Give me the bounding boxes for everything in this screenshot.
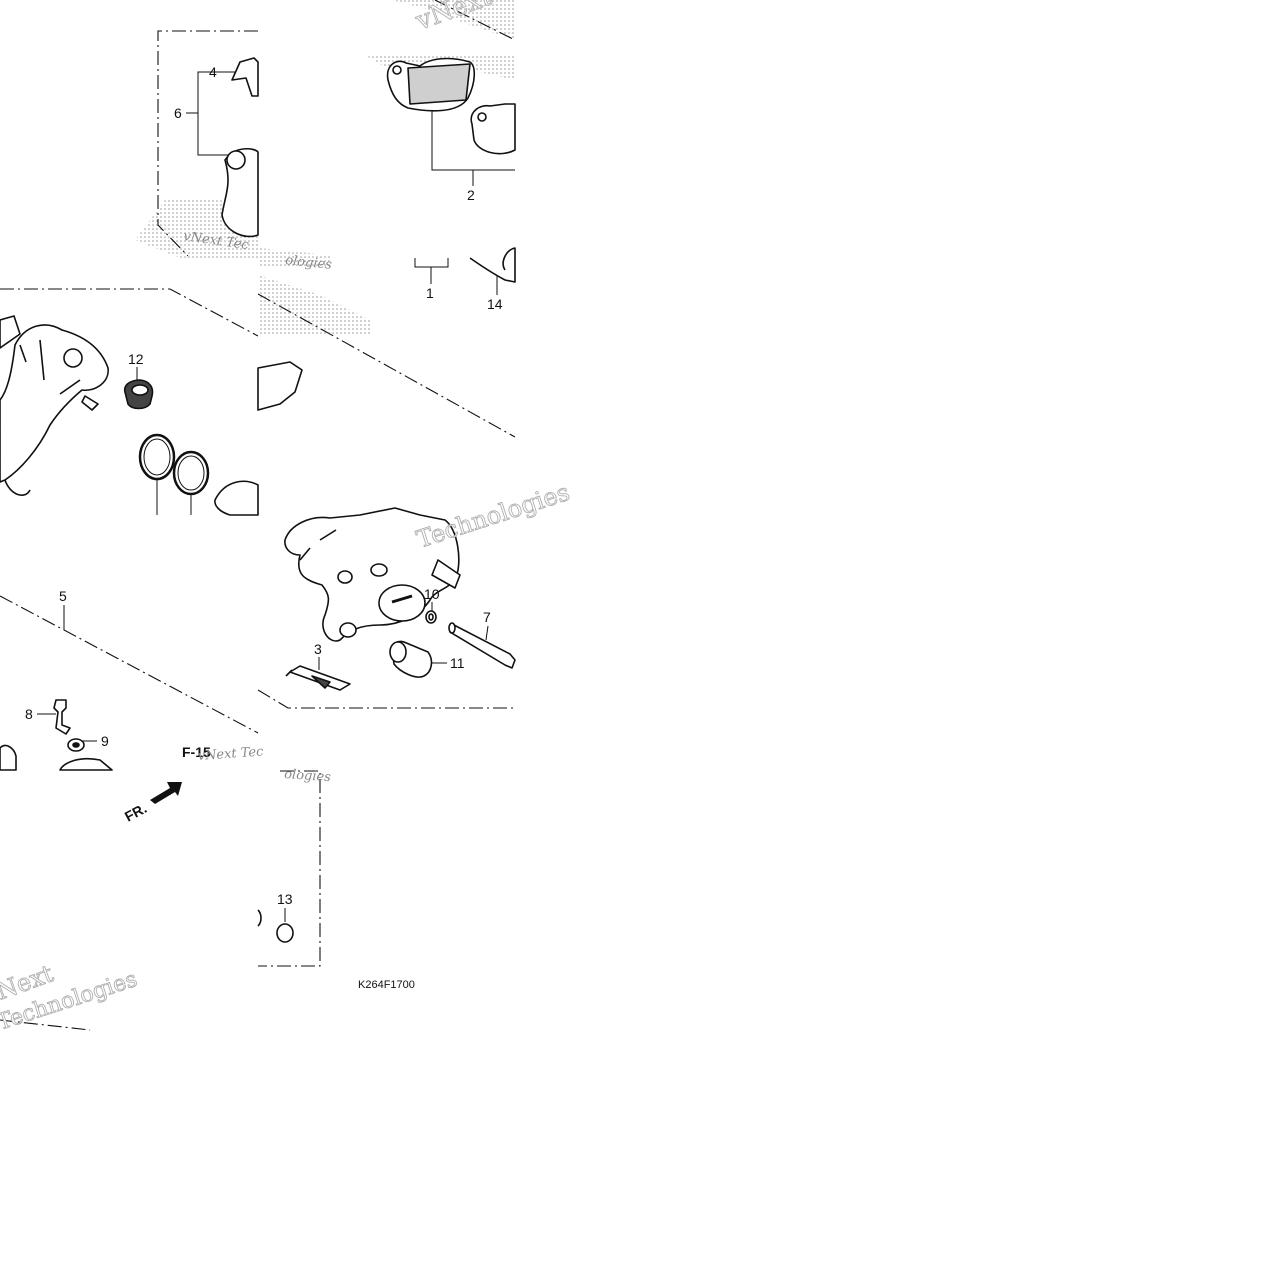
front-direction-indicator: FR.	[122, 782, 182, 825]
callout-6: 6	[174, 105, 182, 121]
callout-8: 8	[25, 706, 33, 722]
front-label: FR.	[122, 800, 149, 825]
callout-11: 11	[450, 655, 465, 671]
watermark-small-3: ologies	[285, 253, 333, 273]
callout-2: 2	[467, 187, 475, 203]
callouts: 1 2 3 4 5 6 7 8 9 10 11 12 13 14	[25, 64, 503, 907]
diagram-reference-code: K264F1700	[358, 979, 415, 991]
watermark-small-4: ologies	[284, 767, 332, 785]
callout-1: 1	[426, 285, 434, 301]
callout-3: 3	[314, 641, 322, 657]
callout-4: 4	[209, 64, 217, 80]
callout-9: 9	[101, 733, 109, 749]
stipple-patches	[135, 0, 515, 335]
section-reference: F-15	[182, 744, 211, 760]
watermark-small-2: vNext Tec	[197, 744, 264, 764]
callout-10: 10	[424, 586, 440, 602]
parts	[0, 57, 516, 943]
watermark-mid: Technologies	[413, 478, 573, 554]
callout-14: 14	[487, 296, 503, 312]
watermark-top: vNext Technologies	[411, 0, 665, 37]
callout-13: 13	[277, 891, 293, 907]
assembly-boundaries	[0, 0, 516, 1031]
callout-5: 5	[59, 588, 67, 604]
callout-7: 7	[483, 609, 491, 625]
leader-lines	[37, 71, 515, 922]
callout-12: 12	[128, 351, 144, 367]
